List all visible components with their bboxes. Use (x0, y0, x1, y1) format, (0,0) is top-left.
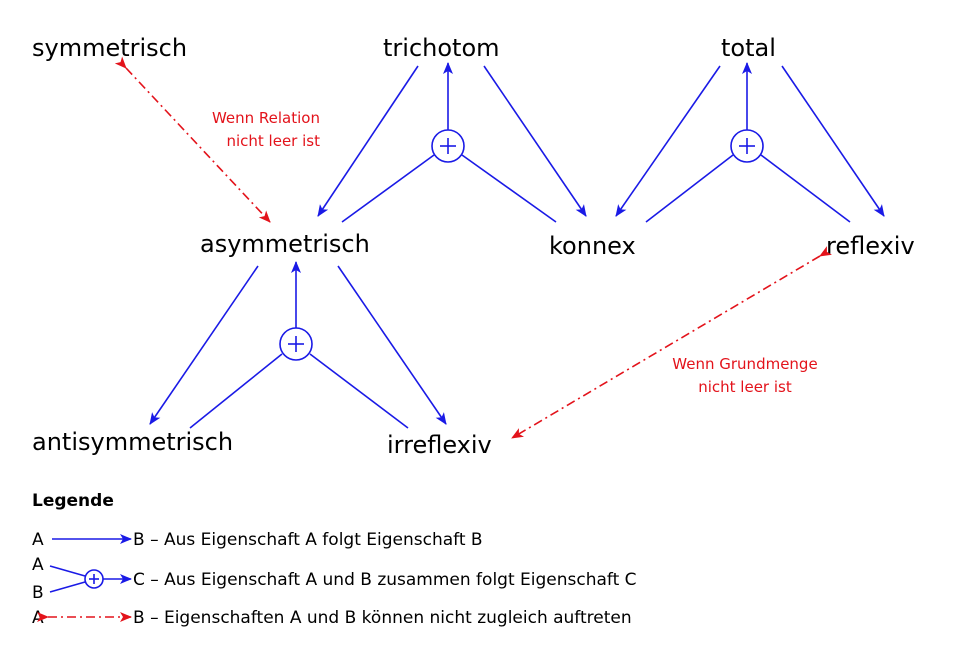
line-irreflexiv-to-plus (309, 353, 409, 429)
exclusion-symmetrisch-asymmetrisch (114, 56, 271, 223)
line-reflexiv-to-plus (760, 154, 851, 223)
trichotom-group (317, 62, 587, 223)
legend-title: Legende (32, 491, 114, 511)
note-relation-line1: Wenn Relation (212, 109, 320, 127)
legend-row1-text: B – Aus Eigenschaft A folgt Eigenschaft … (133, 530, 483, 550)
legend-row2-b: B (32, 583, 44, 603)
note-grundmenge-line1: Wenn Grundmenge (672, 355, 817, 373)
legend-row2-a: A (32, 555, 44, 575)
arrow-trichotom-to-asymmetrisch (317, 65, 419, 217)
exclusion-reflexiv-irreflexiv (511, 246, 833, 439)
arrow-asymmetrisch-to-antisymmetrisch (149, 265, 259, 425)
node-trichotom: trichotom (383, 34, 500, 62)
node-antisymmetrisch: antisymmetrisch (32, 428, 233, 456)
node-konnex: konnex (549, 232, 636, 260)
legend-row2-text: C – Aus Eigenschaft A und B zusammen fol… (133, 570, 637, 590)
line-konnex-to-plus (461, 154, 557, 223)
line-konnex-to-plus-2 (645, 154, 734, 223)
legend-conj-line-a (49, 565, 86, 577)
note-relation-line2: nicht leer ist (226, 132, 320, 150)
node-symmetrisch: symmetrisch (32, 34, 187, 62)
arrow-trichotom-to-konnex (483, 65, 587, 217)
node-total: total (721, 34, 776, 62)
line-asymmetrisch-to-plus (341, 154, 435, 223)
node-reflexiv: reflexiv (826, 232, 915, 260)
legend-row3-text: B – Eigenschaften A und B können nicht z… (133, 608, 632, 628)
arrow-asymmetrisch-to-irreflexiv (337, 265, 447, 425)
asymmetrisch-group (149, 261, 447, 429)
legend-row3-a: A (32, 608, 44, 628)
arrow-total-to-konnex (615, 65, 721, 217)
legend: Legende A B – Aus Eigenschaft A folgt Ei… (32, 491, 637, 628)
arrow-total-to-reflexiv (781, 65, 885, 217)
legend-row1-a: A (32, 530, 44, 550)
legend-conj-line-b (49, 581, 86, 593)
note-grundmenge-line2: nicht leer ist (698, 378, 792, 396)
node-asymmetrisch: asymmetrisch (200, 230, 370, 258)
line-antisymmetrisch-to-plus (189, 353, 283, 429)
total-group (615, 62, 885, 223)
node-irreflexiv: irreflexiv (387, 431, 492, 459)
